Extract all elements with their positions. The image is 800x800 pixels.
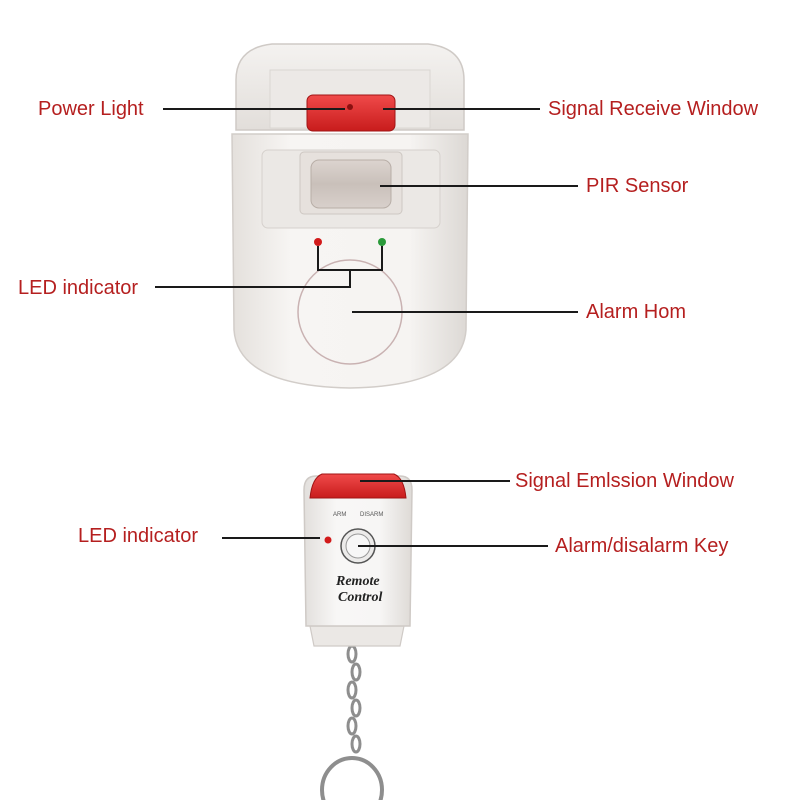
signal-emission-window — [309, 473, 407, 499]
label-alarm-horn: Alarm Hom — [586, 301, 687, 323]
label-pir-sensor: PIR Sensor — [586, 175, 689, 197]
leader-led-indicator-stem — [155, 270, 351, 288]
sensor-unit — [231, 43, 469, 389]
remote-led-red — [324, 536, 332, 544]
label-sensor-led-indicator: LED indicator — [18, 277, 139, 299]
label-alarm-disalarm-key: Alarm/disalarm Key — [555, 535, 729, 557]
sensor-led-red — [314, 238, 322, 246]
sensor-led-green — [378, 238, 386, 246]
label-signal-emission-window: Signal Emlssion Window — [515, 470, 734, 492]
pir-sensor-lens — [310, 159, 392, 209]
key-ring — [320, 756, 384, 800]
key-marking-disarm: DISARM — [360, 512, 384, 518]
power-light-dot — [347, 104, 353, 110]
remote-unit — [303, 473, 413, 800]
remote-bottom-tab — [309, 625, 405, 647]
remote-print-line1: Remote — [336, 574, 380, 589]
label-remote-led-indicator: LED indicator — [78, 525, 199, 547]
key-marking-arm: ARM — [333, 512, 347, 518]
key-chain — [320, 644, 384, 800]
remote-leader-lines — [222, 480, 548, 547]
label-power-light: Power Light — [38, 98, 144, 120]
label-signal-receive-window: Signal Receive Window — [548, 98, 759, 120]
power-light-window — [306, 94, 396, 132]
remote-print-line2: Control — [338, 590, 383, 605]
sensor-leader-lines — [155, 108, 578, 313]
